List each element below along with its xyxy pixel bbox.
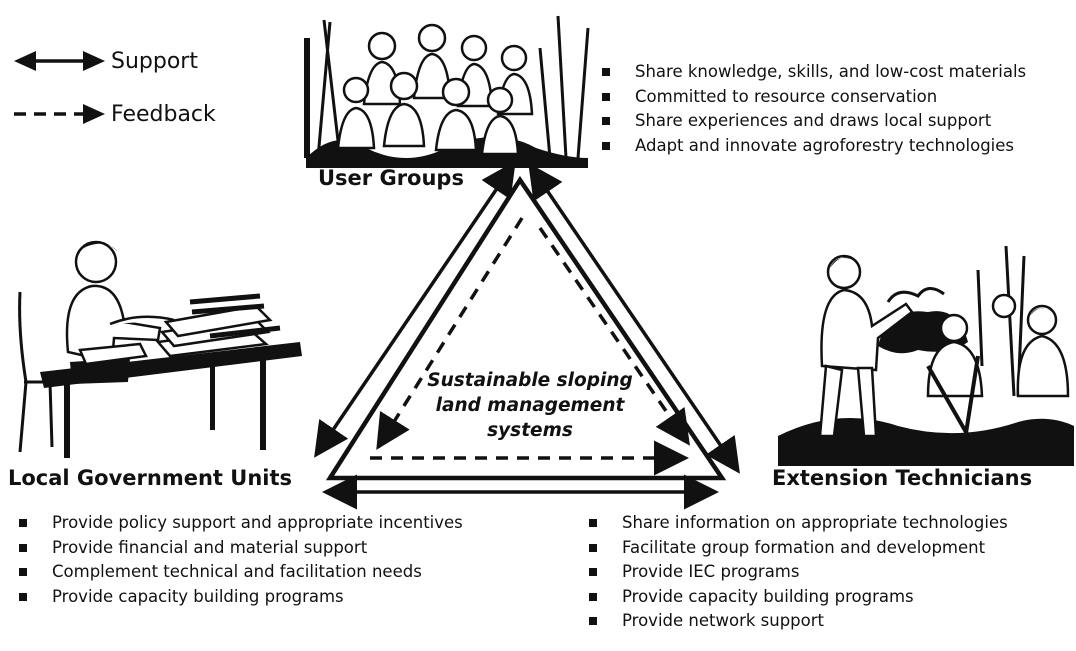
list-item: Committed to resource conservation: [597, 85, 1026, 110]
legend-feedback-label: Feedback: [111, 101, 216, 127]
feedback-arrow-right: [538, 227, 690, 446]
legend-support-label: Support: [111, 48, 198, 74]
list-item: Complement technical and facilitation ne…: [14, 560, 463, 585]
list-item: Share knowledge, skills, and low-cost ma…: [597, 60, 1026, 85]
local-government-list: Provide policy support and appropriate i…: [14, 511, 463, 609]
extension-technicians-list: Share information on appropriate technol…: [584, 511, 1008, 634]
legend-support: Support: [12, 48, 198, 74]
list-item: Provide capacity building programs: [584, 585, 1008, 610]
list-item: Share experiences and draws local suppor…: [597, 109, 1026, 134]
dashed-arrow-icon: [14, 104, 105, 124]
list-item: Share information on appropriate technol…: [584, 511, 1008, 536]
center-label: Sustainable sloping land management syst…: [390, 368, 670, 443]
center-label-line: land management: [435, 395, 625, 416]
user-groups-list: Share knowledge, skills, and low-cost ma…: [597, 60, 1026, 158]
user-groups-title: User Groups: [318, 166, 464, 190]
user-groups-illustration: [304, 15, 590, 168]
list-item: Provide policy support and appropriate i…: [14, 511, 463, 536]
extension-technicians-title: Extension Technicians: [772, 466, 1033, 490]
local-government-title: Local Government Units: [8, 466, 293, 490]
legend-feedback: Feedback: [12, 101, 216, 127]
list-item: Provide IEC programs: [584, 560, 1008, 585]
support-arrow-left: [314, 160, 516, 458]
feedback-arrow-left: [376, 217, 524, 450]
list-item: Facilitate group formation and developme…: [584, 536, 1008, 561]
support-arrow-right: [528, 162, 740, 474]
center-label-line: Sustainable sloping: [427, 370, 633, 391]
local-government-illustration: [18, 240, 302, 458]
extension-technicians-illustration: [778, 246, 1074, 466]
double-arrow-icon: [14, 51, 105, 71]
list-item: Provide financial and material support: [14, 536, 463, 561]
center-label-line: systems: [487, 420, 573, 441]
list-item: Adapt and innovate agroforestry technolo…: [597, 134, 1026, 159]
list-item: Provide network support: [584, 609, 1008, 634]
list-item: Provide capacity building programs: [14, 585, 463, 610]
